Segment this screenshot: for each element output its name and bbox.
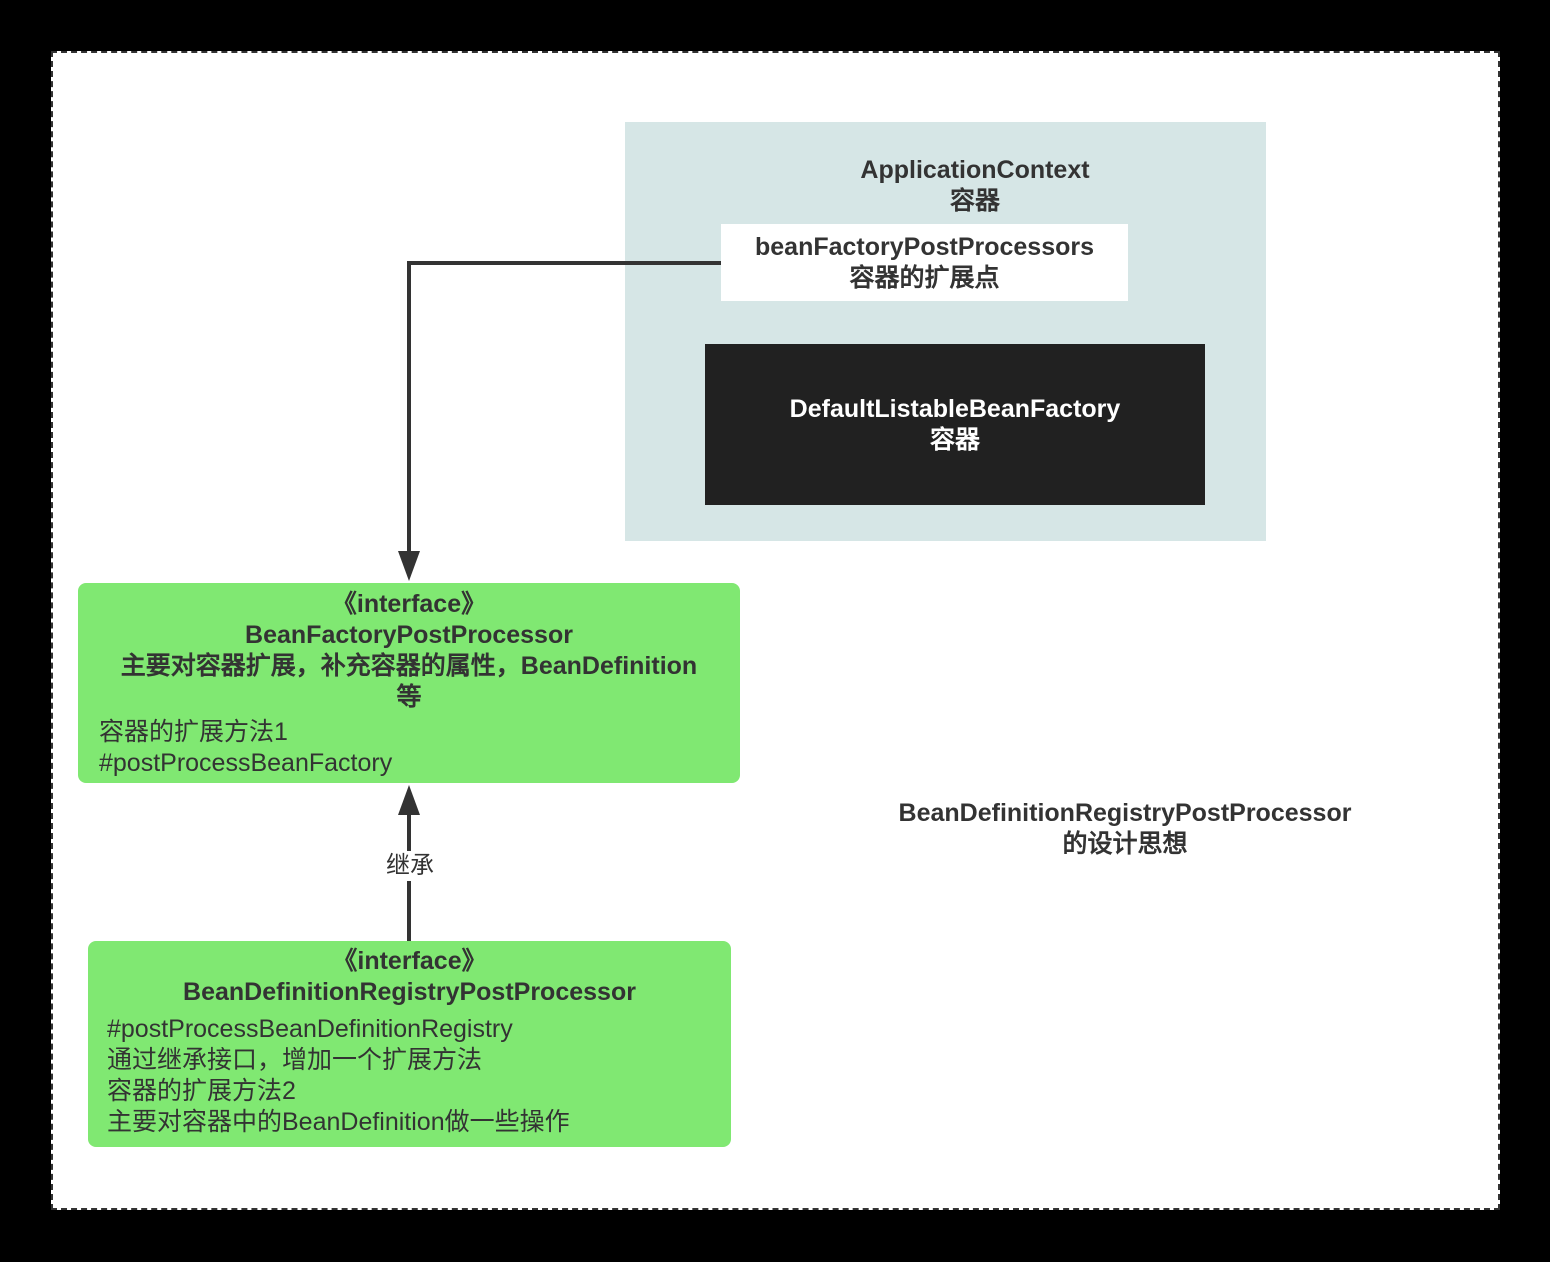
design-note-line2: 的设计思想: [1062, 830, 1188, 858]
default-listable-bean-factory-box[interactable]: DefaultListableBeanFactory 容器: [705, 344, 1205, 505]
inheritance-arrowhead: [398, 785, 420, 815]
reference-arrow: [398, 261, 721, 581]
bean-factory-post-processor-box[interactable]: 《interface》 BeanFactoryPostProcessor 主要对…: [78, 583, 740, 783]
interface1-desc-line1: 主要对容器扩展，补充容器的属性，BeanDefinition: [120, 652, 698, 680]
interface2-body-line: 容器的扩展方法2: [107, 1077, 296, 1105]
interface1-stereotype: 《interface》: [331, 590, 487, 618]
field-name: beanFactoryPostProcessors: [754, 232, 1095, 261]
interface1-desc-line2: 等: [396, 683, 422, 711]
interface1-body-line: 容器的扩展方法1: [99, 718, 288, 746]
field-desc: 容器的扩展点: [849, 263, 1000, 292]
inheritance-edge-label: 继承: [370, 851, 450, 881]
design-note: BeanDefinitionRegistryPostProcessor 的设计思…: [870, 798, 1380, 860]
interface2-body-line: #postProcessBeanDefinitionRegistry: [107, 1015, 513, 1043]
design-note-line1: BeanDefinitionRegistryPostProcessor: [898, 799, 1352, 827]
factory-name: DefaultListableBeanFactory: [789, 394, 1121, 423]
bean-definition-registry-post-processor-box[interactable]: 《interface》 BeanDefinitionRegistryPostPr…: [88, 941, 731, 1147]
interface1-body-line: #postProcessBeanFactory: [99, 749, 393, 777]
application-context-title-block: ApplicationContext 容器: [625, 155, 1325, 217]
interface1-name: BeanFactoryPostProcessor: [245, 621, 573, 649]
interface2-body-line: 主要对容器中的BeanDefinition做一些操作: [107, 1108, 570, 1136]
application-context-title: ApplicationContext: [860, 156, 1090, 184]
interface2-name: BeanDefinitionRegistryPostProcessor: [183, 978, 636, 1006]
reference-arrowhead: [398, 551, 420, 581]
interface2-stereotype: 《interface》: [332, 947, 487, 975]
application-context-subtitle: 容器: [949, 187, 1000, 215]
reference-arrow-line: [407, 261, 721, 555]
interface1-body: 容器的扩展方法1 #postProcessBeanFactory: [78, 717, 740, 779]
interface2-body-line: 通过继承接口，增加一个扩展方法: [107, 1046, 483, 1074]
factory-desc: 容器: [929, 425, 980, 454]
bean-factory-post-processors-field[interactable]: beanFactoryPostProcessors 容器的扩展点: [721, 224, 1128, 301]
interface2-body: #postProcessBeanDefinitionRegistry 通过继承接…: [88, 1014, 731, 1138]
